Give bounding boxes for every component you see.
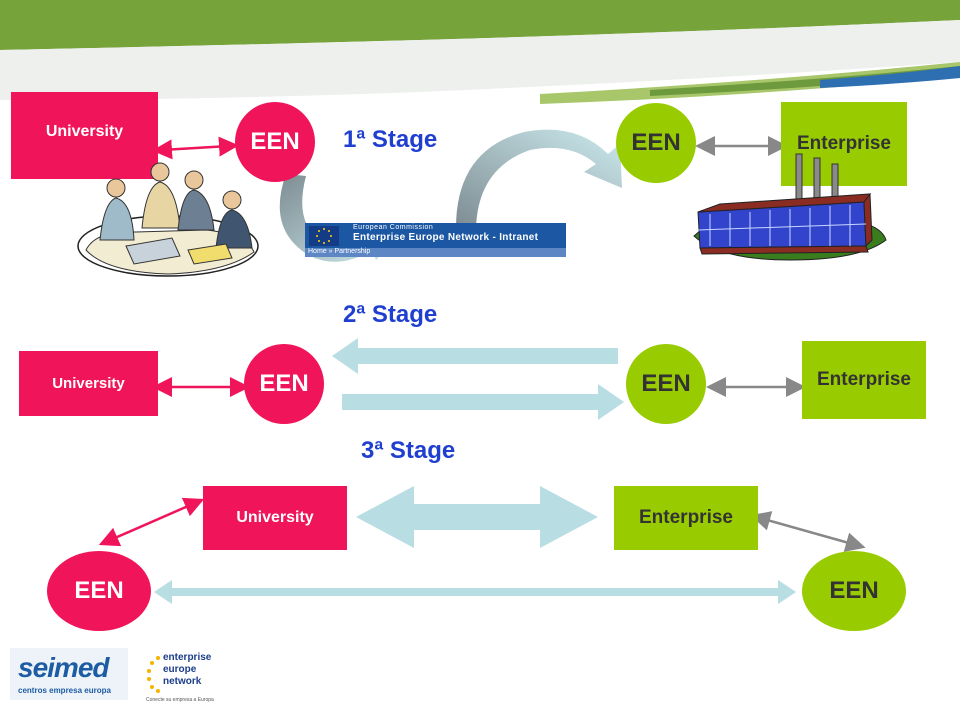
een-logo-line3: network	[163, 676, 202, 687]
stage1-title: 1ª Stage	[343, 126, 438, 153]
enterprise-label: Enterprise	[817, 369, 911, 390]
eu-flag-icon	[309, 226, 339, 246]
een-circle-stage1-right: EEN	[616, 103, 696, 183]
university-box-stage1: University	[11, 92, 158, 179]
stage2-flow-arrows	[332, 338, 624, 420]
university-label: University	[52, 375, 125, 392]
university-box-stage3: University	[203, 486, 347, 550]
een-logo-line2: europe	[163, 664, 197, 675]
university-box-stage2: University	[19, 351, 158, 416]
arrow-university-een-stage1	[152, 136, 239, 160]
stage3-title: 3ª Stage	[361, 437, 456, 464]
arrow-right-large	[342, 384, 624, 420]
een-label: EEN	[631, 129, 681, 156]
een-label: EEN	[74, 577, 124, 604]
een-label: EEN	[829, 577, 879, 604]
enterprise-box-stage2: Enterprise	[802, 341, 926, 419]
university-label: University	[45, 122, 124, 140]
seimed-subtitle: centros empresa europa	[18, 686, 111, 695]
intranet-nav: Home » Partnership	[305, 248, 566, 257]
header-band	[0, 0, 960, 110]
stage2-title: 2ª Stage	[343, 301, 438, 328]
een-circle-stage2-right: EEN	[626, 344, 706, 424]
stage3-double-arrow	[356, 486, 598, 548]
arrow-double-long	[154, 580, 796, 604]
een-circle-stage3-right: EEN	[802, 551, 906, 631]
een-circle-stage1-left: EEN	[235, 102, 315, 182]
een-label: EEN	[641, 370, 691, 397]
een-label: EEN	[250, 128, 300, 155]
arrow-left-large	[332, 338, 618, 374]
een-circle-stage3-left: EEN	[47, 551, 151, 631]
een-circle-stage2-left: EEN	[244, 344, 324, 424]
arrow-een-university-stage3	[98, 497, 205, 547]
stage3-long-arrow	[154, 580, 796, 604]
een-intranet-banner: European Commission Enterprise Europe Ne…	[305, 223, 566, 257]
intranet-line2: Enterprise Europe Network - Intranet	[353, 232, 539, 243]
seimed-logo: seimed centros empresa europa	[10, 648, 128, 700]
een-logo: enterprise europe network Conecte su emp…	[146, 648, 216, 704]
university-label: University	[236, 509, 314, 526]
enterprise-label: Enterprise	[797, 133, 891, 154]
een-logo-tagline: Conecte su empresa a Europa	[146, 697, 214, 703]
arrow-double-large	[356, 486, 598, 548]
curved-arrow-up	[456, 129, 622, 228]
arrow-enterprise-een-stage3	[750, 511, 866, 552]
intranet-line1: European Commission	[353, 224, 434, 231]
enterprise-box-stage3: Enterprise	[614, 486, 758, 550]
een-logo-line1: enterprise	[163, 652, 212, 663]
een-label: EEN	[259, 370, 309, 397]
star-circle-icon	[147, 656, 160, 693]
people-meeting-icon	[77, 162, 259, 277]
seimed-wordmark: seimed	[18, 652, 109, 683]
enterprise-label: Enterprise	[639, 507, 733, 528]
factory-icon	[693, 153, 887, 261]
